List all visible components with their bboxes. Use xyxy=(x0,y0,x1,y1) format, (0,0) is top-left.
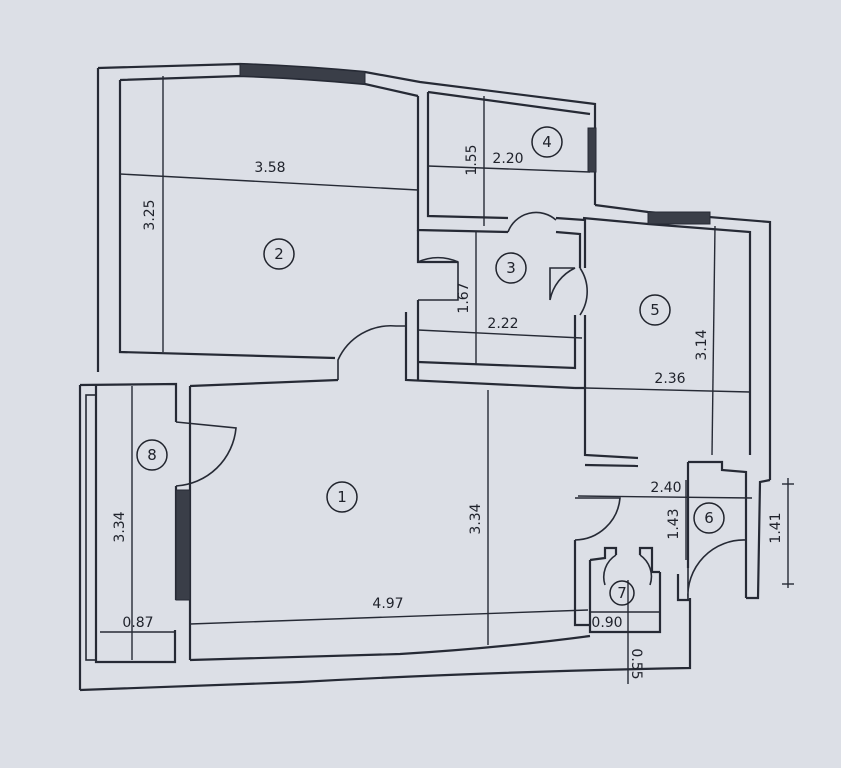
window-room2 xyxy=(239,63,366,85)
window-room4 xyxy=(587,127,597,173)
dim-room6-depth: 1.43 xyxy=(666,508,682,539)
door-room1-right xyxy=(574,497,621,541)
door-room8 xyxy=(175,421,237,487)
door-room5 xyxy=(549,267,588,316)
dim-room2-depth: 3.25 xyxy=(142,199,158,230)
dimension-labels: 3.58 3.25 1.55 2.20 1.67 2.22 3.14 2.36 … xyxy=(112,144,784,679)
room-number-2: 2 xyxy=(274,245,284,263)
doors xyxy=(175,211,747,601)
dim-room5-width: 2.36 xyxy=(654,371,685,387)
dim-room5-depth: 3.14 xyxy=(694,329,710,360)
dim-room1-depth: 3.34 xyxy=(468,503,484,534)
inner-walls xyxy=(404,90,690,634)
door-room6 xyxy=(687,539,747,601)
room-number-4: 4 xyxy=(542,133,552,151)
room-labels: 1 2 3 4 5 6 7 8 xyxy=(136,126,725,606)
dim-room7-depth: 0.55 xyxy=(628,648,644,679)
dim-room3-width: 2.22 xyxy=(487,316,518,332)
dim-room3-depth: 1.67 xyxy=(456,282,472,313)
door-room3-left xyxy=(417,256,459,301)
dim-outer-right: 1.41 xyxy=(768,512,784,543)
room-number-7: 7 xyxy=(617,584,627,602)
window-room8 xyxy=(175,489,191,601)
dim-room2-width: 3.58 xyxy=(254,160,285,176)
door-room2 xyxy=(337,324,406,380)
dimension-lines xyxy=(100,76,794,684)
room-number-5: 5 xyxy=(650,301,660,319)
room-number-1: 1 xyxy=(337,488,347,506)
dim-room1-width: 4.97 xyxy=(372,596,403,612)
window-room5 xyxy=(647,211,711,225)
dim-room7-width: 0.90 xyxy=(591,615,622,631)
dim-room8-depth: 3.34 xyxy=(112,511,128,542)
door-room7 xyxy=(602,554,653,586)
windows xyxy=(85,63,711,661)
room-number-8: 8 xyxy=(147,446,157,464)
dim-room6-width: 2.40 xyxy=(650,480,681,496)
room-number-6: 6 xyxy=(704,509,714,527)
dim-room4-width: 2.20 xyxy=(492,151,523,167)
door-room3-top xyxy=(507,211,557,233)
dim-room8-width: 0.87 xyxy=(122,615,153,631)
dim-room4-depth: 1.55 xyxy=(464,144,480,175)
room-number-3: 3 xyxy=(506,259,516,277)
